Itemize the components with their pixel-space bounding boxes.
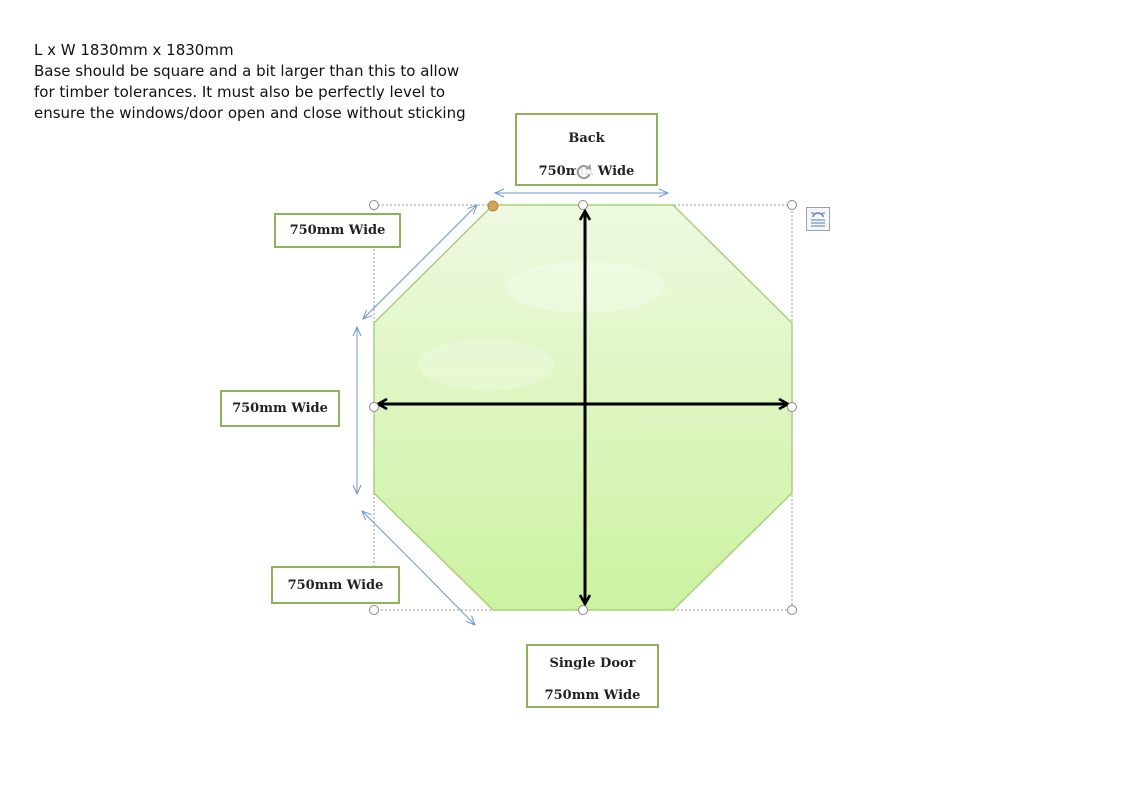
left-label-box[interactable]: 750mm Wide [220,390,340,427]
back-title: Back [568,131,605,146]
resize-handle[interactable] [578,605,588,615]
resize-handle[interactable] [787,605,797,615]
resize-handle[interactable] [369,402,379,412]
note-line-2: Base should be square and a bit larger t… [34,62,460,80]
rotate-handle-icon[interactable] [573,161,595,183]
left-width: 750mm Wide [232,401,328,416]
note-line-4: ensure the windows/door open and close w… [34,104,466,122]
upper-left-label-box[interactable]: 750mm Wide [274,213,401,248]
resize-handle[interactable] [787,200,797,210]
upper-left-dimension-arrow [362,261,421,320]
upper-left-dimension-arrow [419,204,478,263]
lower-left-dimension-arrow [361,510,419,568]
resize-handle[interactable] [369,605,379,615]
note-line-3: for timber tolerances. It must also be p… [34,83,446,101]
upper-left-width: 750mm Wide [289,223,386,238]
octagon-floor-shape[interactable] [373,204,793,611]
note-line-1: L x W 1830mm x 1830mm [34,41,234,59]
adjust-handle[interactable] [487,200,499,212]
layout-options-icon[interactable] [806,207,830,231]
resize-handle[interactable] [578,200,588,210]
resize-handle[interactable] [787,402,797,412]
door-label-box[interactable]: Single Door 750mm Wide [526,644,659,708]
lower-left-label-box[interactable]: 750mm Wide [271,566,400,604]
resize-handle[interactable] [369,200,379,210]
instructions-text: L x W 1830mm x 1830mm Base should be squ… [34,40,494,124]
door-width: 750mm Wide [544,688,641,703]
lower-left-width: 750mm Wide [287,577,384,593]
selection-handles[interactable] [369,200,797,615]
door-title: Single Door [549,656,636,671]
lower-left-dimension-arrow [417,566,476,626]
shape-highlight [419,339,555,391]
layout-options-glyph [811,212,825,227]
